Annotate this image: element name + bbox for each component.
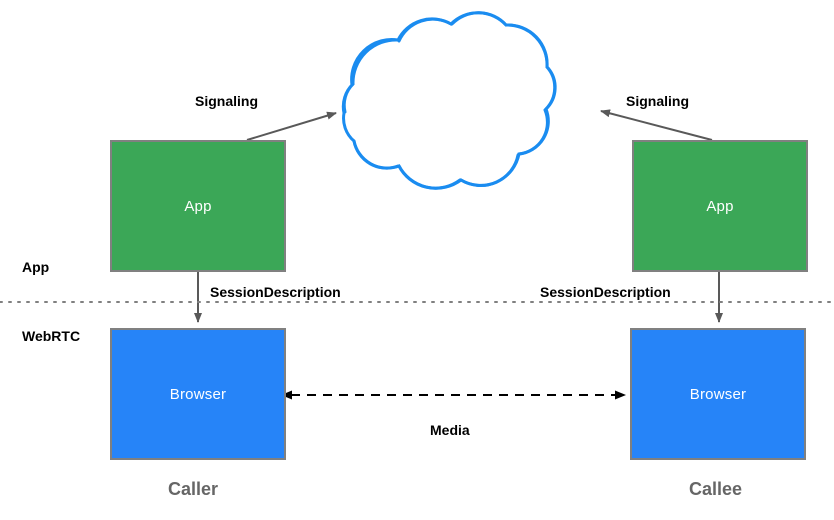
signaling-arrow-right: [600, 109, 713, 141]
edge-label-media: Media: [430, 422, 470, 438]
layer-label-webrtc: WebRTC: [22, 328, 81, 344]
node-app-caller-label: App: [184, 197, 212, 215]
edge-label-sessiondescription-right: SessionDescription: [540, 284, 671, 300]
edge-label-sessiondescription-left: SessionDescription: [210, 284, 341, 300]
node-browser-callee-label: Browser: [689, 385, 747, 403]
node-app-caller[interactable]: App: [110, 140, 286, 272]
role-label-caller: Caller: [168, 479, 219, 499]
node-app-callee[interactable]: App: [632, 140, 808, 272]
node-browser-caller-label: Browser: [169, 385, 227, 403]
node-browser-caller[interactable]: Browser: [110, 328, 286, 460]
edge-label-signaling-right: Signaling: [626, 93, 689, 109]
role-label-callee: Callee: [689, 479, 743, 499]
edge-label-signaling-left: Signaling: [195, 93, 258, 109]
node-browser-callee[interactable]: Browser: [630, 328, 806, 460]
signaling-arrow-left: [246, 111, 337, 141]
node-app-callee-label: App: [706, 197, 734, 215]
layer-label-app: App: [22, 259, 50, 275]
cloud-icon: [341, 11, 557, 190]
